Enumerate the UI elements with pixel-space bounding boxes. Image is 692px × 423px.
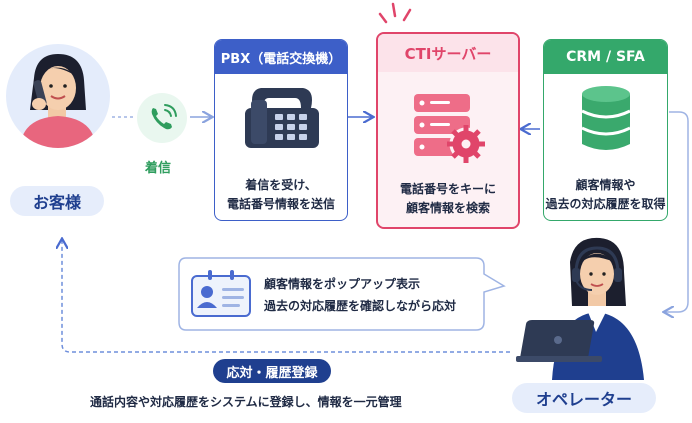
crm-desc-line2: 過去の対応履歴を取得 bbox=[545, 197, 666, 211]
desk-phone-icon bbox=[245, 88, 319, 148]
operator-label: オペレーター bbox=[512, 383, 656, 413]
database-icon bbox=[581, 86, 631, 150]
operator-illustration bbox=[516, 237, 644, 380]
pbx-box: PBX（電話交換機） 着信を受け、 電話番号情報を送信 bbox=[214, 39, 348, 221]
popup-line1: 顧客情報をポップアップ表示 bbox=[264, 277, 421, 291]
cti-title: CTIサーバー bbox=[378, 34, 518, 72]
pbx-desc-line1: 着信を受け、 bbox=[245, 178, 317, 192]
record-label: 応対・履歴登録 bbox=[213, 359, 331, 383]
customer-avatar bbox=[6, 44, 110, 148]
pbx-title: PBX（電話交換機） bbox=[215, 40, 347, 74]
pbx-desc-line2: 電話番号情報を送信 bbox=[226, 197, 335, 211]
emphasis-marks bbox=[378, 2, 412, 24]
crm-box: CRM / SFA 顧客情報や 過去の対応履歴を取得 bbox=[543, 39, 668, 221]
crm-desc-line1: 顧客情報や bbox=[575, 178, 636, 192]
cti-desc-line1: 電話番号をキーに bbox=[399, 182, 496, 196]
incoming-label: 着信 bbox=[145, 161, 172, 176]
popup-bubble bbox=[178, 257, 506, 331]
server-gear-icon bbox=[414, 94, 485, 163]
cti-box: CTIサーバー 電話番号をキーに 顧客情報を検索 bbox=[376, 32, 520, 229]
record-desc: 通話内容や対応履歴をシステムに登録し、情報を一元管理 bbox=[90, 395, 402, 409]
arrow-crm-to-operator bbox=[665, 111, 689, 312]
id-card-icon bbox=[191, 270, 251, 317]
incoming-call-icon bbox=[137, 93, 187, 143]
cti-desc-line2: 顧客情報を検索 bbox=[405, 201, 490, 215]
crm-title: CRM / SFA bbox=[544, 40, 667, 74]
customer-label: お客様 bbox=[10, 186, 104, 216]
popup-line2: 過去の対応履歴を確認しながら応対 bbox=[264, 299, 457, 313]
